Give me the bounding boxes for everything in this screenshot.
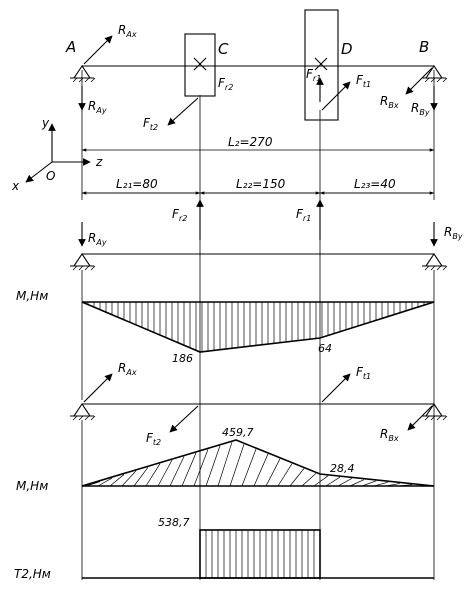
force-ft1-arrow (321, 81, 351, 111)
point-c-label: C (218, 40, 229, 58)
force-ft2-label: Ft2 (143, 116, 158, 132)
force-ray-label: RAy (88, 99, 107, 115)
force-rbx-label-horizontal: RBx (380, 427, 399, 443)
force-rbx-arrow (405, 67, 433, 95)
torque-axis-label: T2,Нм (14, 567, 51, 581)
horizontal-plane-scheme: RAx Ft2 Ft1 RBx (70, 361, 448, 580)
force-ray-label-vertical: RAy (88, 231, 107, 247)
vertical-plane-scheme: RAy Fr2 Fr1 RBy (70, 199, 463, 580)
axis-x-label: x (11, 179, 20, 193)
top-shaft-scheme: A C D B RAx RAy Fr2 Ft2 Fr1 Ft1 RBx RBy (65, 9, 448, 200)
dimension-l21-label: L₂₁=80 (116, 177, 158, 191)
vertical-moment-c-value: 186 (172, 352, 193, 365)
horizontal-moment-diagram: M,Нм 459,7 28,4 (16, 426, 435, 493)
force-rax-label-horizontal: RAx (118, 361, 137, 377)
coordinate-axes: y z x O (11, 116, 103, 193)
force-fr1-label-vertical: Fr1 (296, 207, 311, 223)
dimension-l23-label: L₂₃=40 (354, 177, 396, 191)
force-rax-arrow (83, 35, 113, 65)
vertical-moment-axis-label: M,Нм (16, 289, 48, 303)
gear-d (304, 9, 339, 121)
torque-value: 538,7 (158, 516, 190, 529)
horizontal-moment-d-value: 28,4 (330, 462, 355, 475)
force-ft2-arrow (167, 97, 199, 126)
force-rbx-label: RBx (380, 94, 399, 110)
torque-diagram: T2,Нм 538,7 (14, 516, 434, 581)
support-b (422, 65, 448, 83)
dimension-lines: L₂=270 L₂₁=80 L₂₂=150 L₂₃=40 (81, 135, 435, 195)
point-a-label: A (65, 38, 76, 56)
axis-y-label: y (41, 116, 50, 130)
force-ft1-label-horizontal: Ft1 (356, 365, 371, 381)
point-b-label: B (419, 38, 429, 56)
vertical-moment-diagram: M,Нм 186 64 (16, 289, 435, 365)
axis-origin-label: O (46, 169, 55, 183)
force-fr1-label-top: Fr1 (306, 67, 321, 83)
gear-c (184, 33, 216, 97)
point-d-label: D (341, 40, 353, 58)
support-a (70, 65, 96, 83)
force-fr2-label-top: Fr2 (218, 76, 233, 92)
dimension-total-label: L₂=270 (228, 135, 273, 149)
force-rby-label: RBy (411, 101, 430, 117)
force-fr2-label-vertical: Fr2 (172, 207, 187, 223)
horizontal-moment-c-value: 459,7 (222, 426, 254, 439)
axis-z-label: z (95, 155, 103, 169)
force-rax-label: RAx (118, 23, 137, 39)
horizontal-moment-axis-label: M,Нм (16, 479, 48, 493)
dimension-l22-label: L₂₂=150 (236, 177, 286, 191)
vertical-moment-d-value: 64 (318, 342, 332, 355)
force-ft1-label: Ft1 (356, 73, 371, 89)
force-ft2-label-horizontal: Ft2 (146, 431, 161, 447)
force-rby-label-vertical: RBy (444, 225, 463, 241)
